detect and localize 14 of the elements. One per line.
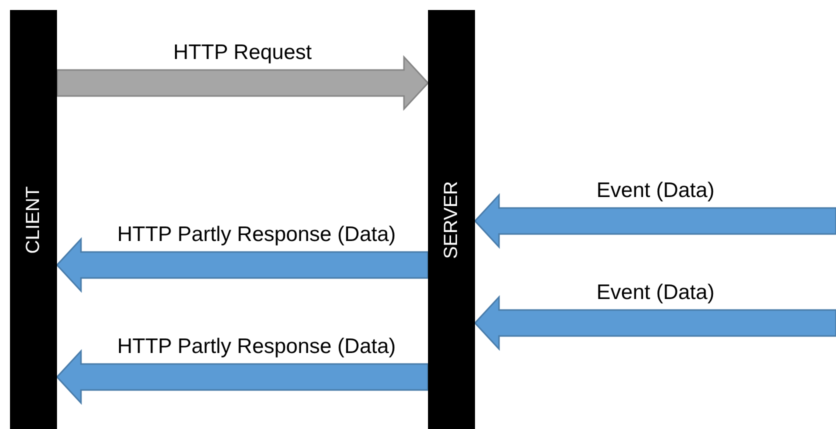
block-arrow — [474, 295, 836, 351]
edge-label: HTTP Partly Response (Data) — [117, 223, 396, 247]
edge-label: HTTP Request — [173, 41, 312, 65]
block-arrow — [56, 237, 429, 293]
block-arrow — [474, 193, 836, 249]
edge-label: HTTP Partly Response (Data) — [117, 335, 396, 359]
lifeline-bar — [428, 10, 475, 429]
edge-label: Event (Data) — [596, 281, 714, 305]
edge-label: Event (Data) — [596, 179, 714, 203]
lifeline-label: CLIENT — [22, 186, 44, 254]
block-arrow — [56, 55, 430, 111]
block-arrow — [56, 349, 429, 405]
lifeline-bar — [10, 10, 57, 429]
lifeline-label: SERVER — [440, 180, 462, 258]
